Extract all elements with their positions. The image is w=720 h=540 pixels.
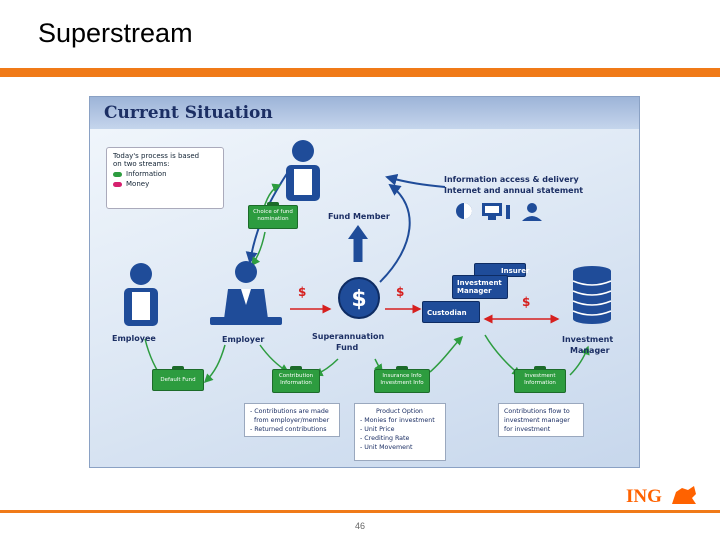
employer-contribution-arrow [259,344,290,373]
product-note-line4: - Crediting Rate [360,435,410,442]
investment-manager-database-icon [572,266,612,324]
custodian-text: Custodian [427,309,467,317]
diagram-heading: Current Situation [104,103,273,123]
custodian-box: Custodian [422,301,480,323]
fund-to-member-arrow [379,183,411,283]
legend-information-label: Information [126,170,167,178]
legend-text-2: on two streams: [113,160,170,168]
fund-member-label: Fund Member [328,212,390,221]
employer-dollar: $ [298,285,307,299]
investment-manager-box: Investment Manager [452,275,508,299]
employee-label: Employee [112,334,156,343]
custodian-dollar: $ [522,295,531,309]
employer-default-arrow [203,344,226,384]
page-number: 46 [354,521,365,531]
slide-title: Superstream [38,18,193,48]
fund-member-icon [286,140,320,201]
choice-of-fund-box: Choice of fund nomination [248,202,298,229]
investment-info-line2: Information [524,380,556,386]
investinfo-manager-arrow [569,345,590,376]
contrib-note-line1: - Contributions are made [250,408,329,415]
contributions-note: - Contributions are made from employer/m… [244,403,340,437]
default-fund-text: Default Fund [160,377,196,383]
investment-manager-label-line1: Investment [562,335,614,344]
insurance-line1: Insurance Info [382,373,422,379]
investment-manager-label-line2: Manager [570,346,610,355]
default-fund-box: Default Fund [152,366,204,391]
info-delivery-arrow [385,173,446,188]
lion-icon [672,486,696,504]
flow-note-line2: investment manager [504,417,570,424]
legend-money-swatch [113,181,122,187]
product-option-note: Product Option - Monies for investment -… [354,403,446,461]
bottom-orange-rule [0,510,720,513]
up-arrow-head [348,225,368,239]
info-delivery-icons [456,203,542,221]
insurer-text: Insurer [501,267,530,275]
info-access-line2: Internet and annual statement [444,186,584,195]
choice-employer-arrow [251,231,266,267]
current-situation-diagram: Current Situation Today's proce [89,96,640,468]
legend-money-label: Money [126,180,150,188]
contributions-flow-note: Contributions flow to investment manager… [498,403,584,437]
employer-label: Employer [222,335,265,344]
product-note-line1: Product Option [376,408,423,415]
top-orange-rule [0,68,720,77]
investment-info-box: Investment Information [514,366,566,393]
insurance-info-box: Insurance Info Investment Info [374,366,430,393]
inv-mgr-line1: Investment [457,279,502,287]
product-note-line5: - Unit Movement [360,444,413,451]
info-access-line1: Information access & delivery [444,175,579,184]
investment-info-line1: Investment [524,373,556,379]
employer-icon [210,261,282,325]
ing-logo-text: ING [626,486,662,507]
fund-dollar: $ [396,285,405,299]
inv-mgr-line2: Manager [457,287,492,295]
contribution-line2: Information [280,380,312,386]
insurance-custodian-arrow [429,335,464,373]
legend-box: Today's process is based on two streams:… [106,147,224,209]
super-fund-coin-icon: $ [338,277,380,319]
contribution-line1: Contribution [278,373,314,379]
ing-logo: ING [626,484,698,508]
product-note-line2: - Monies for investment [360,417,435,424]
super-fund-label-line2: Fund [336,343,359,352]
product-note-line3: - Unit Price [360,426,395,433]
employee-icon [124,263,158,326]
legend-text-1: Today's process is based [113,152,200,160]
diagram-header-bar [90,97,639,129]
legend-information-swatch [113,171,122,177]
svg-text:$: $ [351,287,366,312]
flow-note-line3: for investment [504,426,551,433]
flow-note-line1: Contributions flow to [504,408,570,415]
contrib-note-line2: from employer/member [250,417,330,424]
super-fund-label-line1: Superannuation [312,332,385,341]
choice-line1: Choice of fund [253,209,293,215]
choice-line2: nomination [257,216,289,222]
contribution-info-box: Contribution Information [272,366,320,393]
contrib-note-line3: - Returned contributions [250,426,327,433]
insurance-line2: Investment Info [380,380,424,386]
